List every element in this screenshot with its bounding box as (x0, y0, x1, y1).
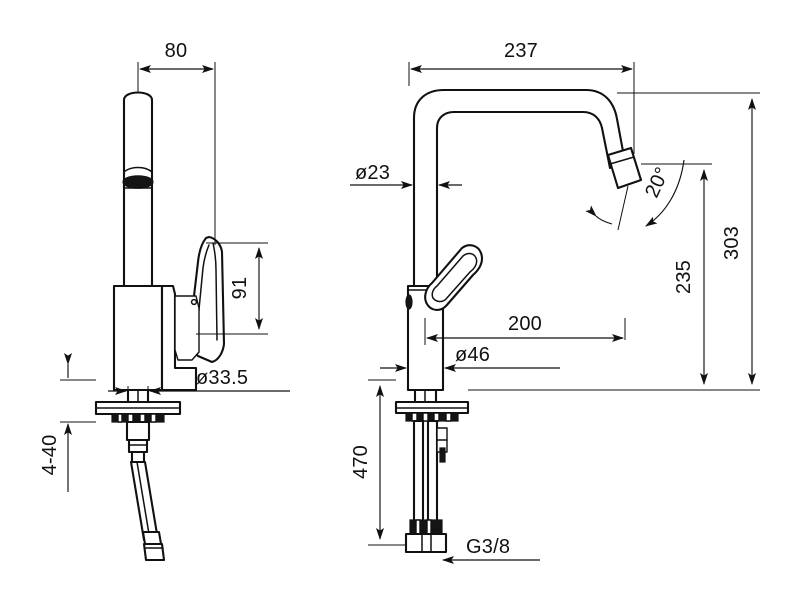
dim-label-235: 235 (673, 260, 695, 294)
dim-label-91: 91 (229, 277, 251, 300)
front-lever-handle (424, 244, 484, 311)
front-connection-nuts (404, 519, 448, 554)
front-view-group (394, 88, 643, 554)
dim-label-g38: G3/8 (466, 536, 510, 558)
side-shank-assembly (125, 420, 151, 464)
front-view-dimensions: 237 ø23 20° 303 235 200 (350, 40, 760, 564)
side-view-dimensions: 80 91 ø33.5 4-40 (39, 40, 290, 492)
dim-label-33-5: ø33.5 (196, 367, 248, 389)
dim-label-46: ø46 (455, 344, 490, 366)
dim-label-4-40: 4-40 (39, 435, 61, 476)
dim-label-470: 470 (350, 445, 372, 479)
side-body-cylinder (112, 284, 198, 392)
side-view-group (94, 91, 226, 562)
side-flexible-hose (129, 460, 166, 562)
side-lever-handle (174, 235, 226, 364)
dim-label-23: ø23 (355, 162, 390, 184)
dim-label-20-deg: 20° (641, 164, 674, 201)
side-neck (126, 388, 150, 404)
dim-label-237: 237 (504, 40, 538, 62)
dim-label-200: 200 (508, 313, 542, 335)
front-neck (413, 388, 438, 404)
front-spout-arc (412, 88, 643, 370)
front-supply-tubes (412, 419, 448, 530)
dim-label-303: 303 (721, 226, 743, 260)
dim-label-80: 80 (165, 40, 188, 62)
side-spout-tube (122, 91, 154, 290)
front-mounting-flange (394, 400, 470, 422)
side-mounting-flange (94, 400, 182, 423)
